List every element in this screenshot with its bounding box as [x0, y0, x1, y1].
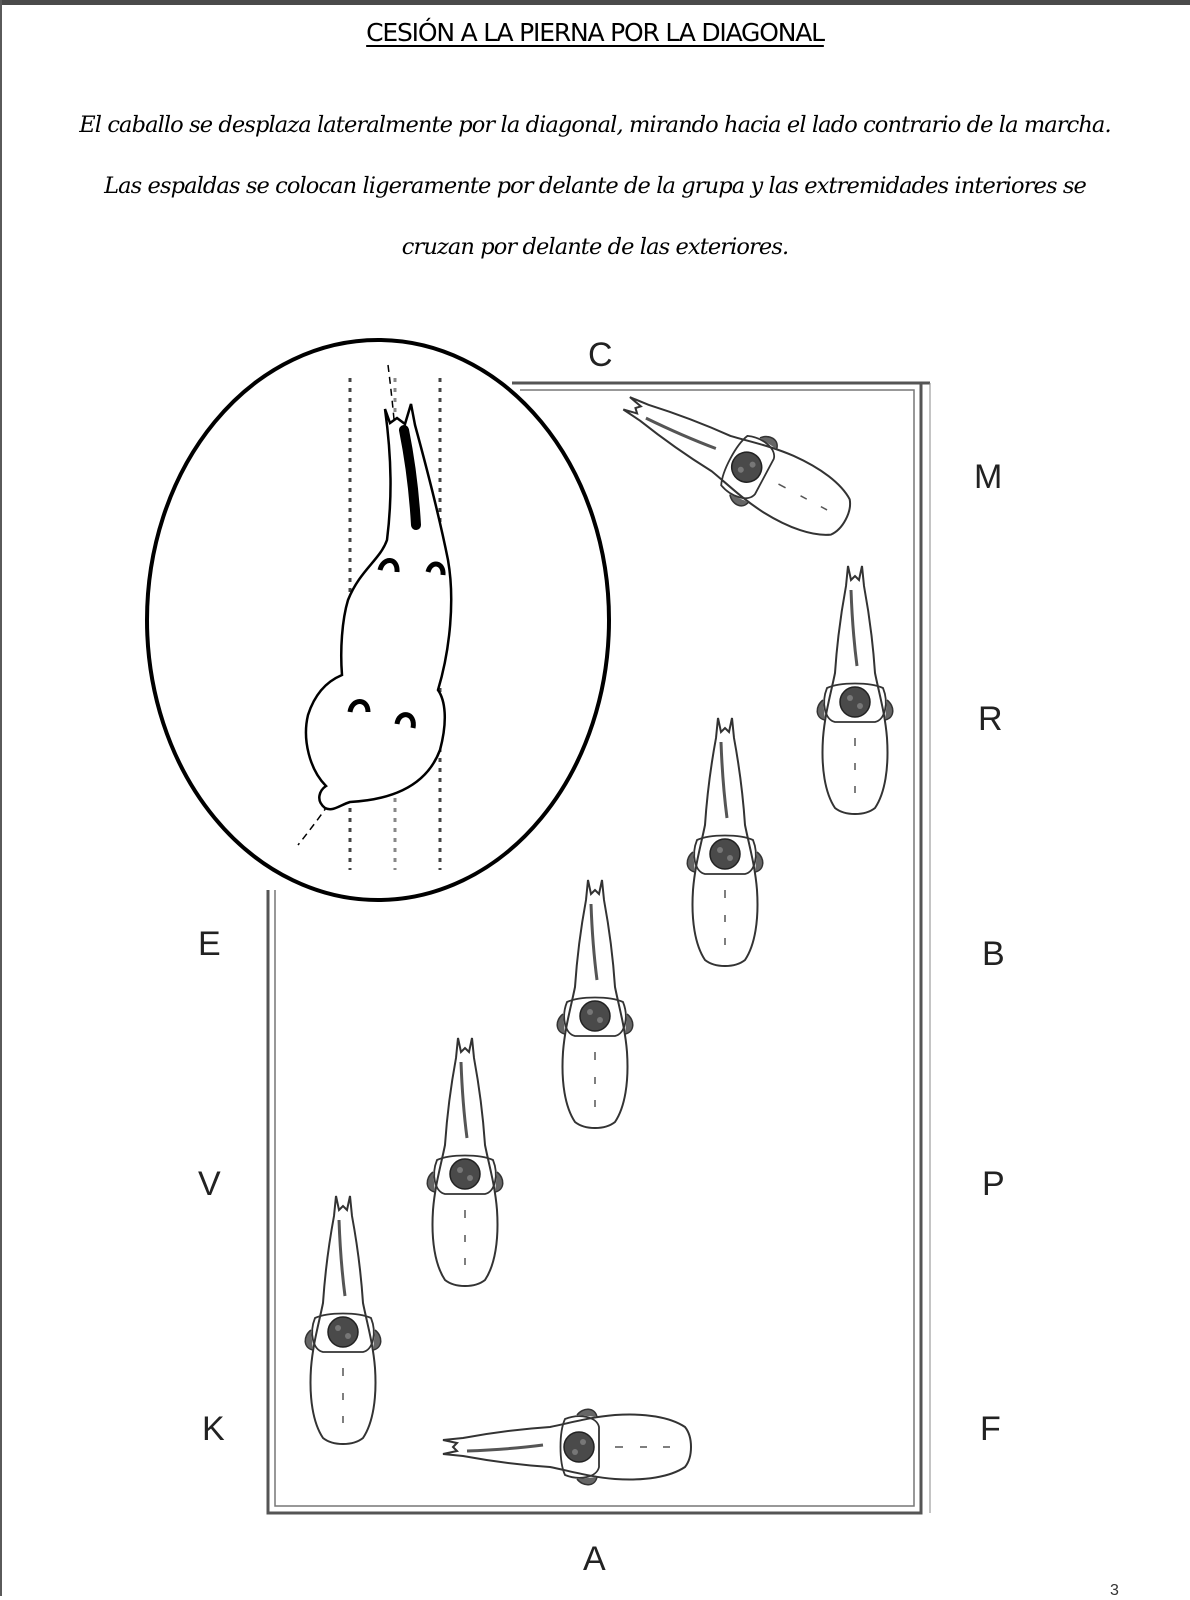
horse-3-near-B: [685, 716, 765, 968]
arena-letter-R: R: [978, 700, 1003, 738]
arena-letter-B: B: [982, 935, 1005, 973]
page-number: 3: [1110, 1582, 1119, 1599]
horse-5-near-P: [425, 1036, 505, 1288]
detail-circle: [145, 338, 611, 902]
top-border: [0, 0, 1190, 5]
horse-4-center: [555, 878, 635, 1130]
left-border: [0, 0, 2, 1596]
arena-letter-E: E: [198, 925, 221, 963]
arena-letter-M: M: [974, 458, 1003, 496]
description-line-3: cruzan por delante de las exteriores.: [401, 234, 789, 260]
description-line-2: Las espaldas se colocan ligeramente por …: [104, 173, 1087, 199]
arena-letter-V: V: [198, 1165, 221, 1203]
description-line-1: El caballo se desplaza lateralmente por …: [79, 112, 1111, 138]
arena-letter-P: P: [982, 1165, 1005, 1203]
arena: [266, 381, 931, 1515]
horse-2-near-R: [815, 564, 895, 816]
arena-letter-F: F: [980, 1410, 1001, 1448]
horse-7-near-A: [441, 1407, 693, 1487]
arena-letter-A: A: [583, 1540, 606, 1578]
arena-letter-C: C: [588, 336, 613, 374]
horse-6-near-K: [303, 1194, 383, 1446]
horse-1-near-M: [607, 368, 865, 555]
page-title: CESIÓN A LA PIERNA POR LA DIAGONAL: [366, 18, 825, 47]
arena-letter-K: K: [202, 1410, 225, 1448]
